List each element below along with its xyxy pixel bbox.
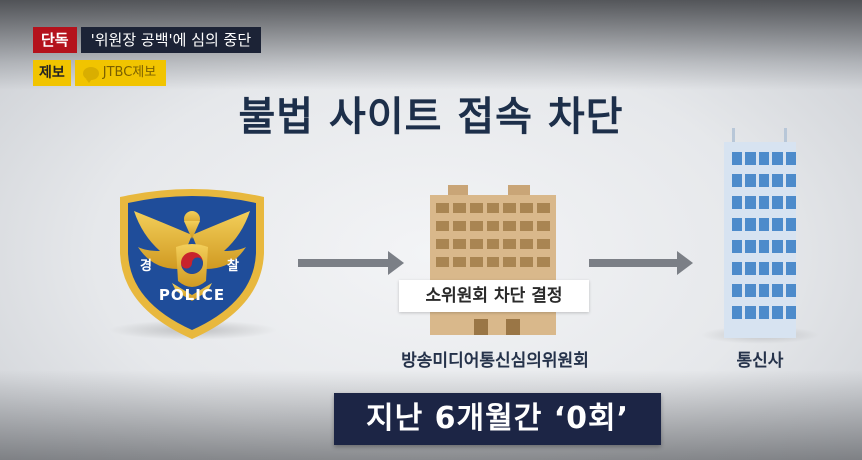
commission-label: 방송미디어통신심의위원회 xyxy=(401,351,589,371)
office-building-icon xyxy=(430,185,556,335)
chat-bubble-icon xyxy=(82,66,99,83)
police-word: POLICE xyxy=(158,286,226,304)
headline-badge: '위원장 공백'에 심의 중단 xyxy=(80,27,262,53)
decision-box: 소위원회 차단 결정 xyxy=(399,280,589,312)
police-emblem-right: 찰 xyxy=(227,259,239,274)
carrier-label: 통신사 xyxy=(736,351,784,371)
channel-label: JTBC제보 xyxy=(102,65,157,80)
tip-badge: 제보 xyxy=(33,60,71,86)
tip-bar: 제보 JTBC제보 xyxy=(33,60,167,86)
bottom-caption: 지난 6개월간 ‘0회’ xyxy=(334,393,661,445)
arrow-right-icon xyxy=(298,251,404,275)
police-badge-icon xyxy=(120,189,264,339)
police-emblem-left: 경 xyxy=(140,259,152,274)
exclusive-badge: 단독 xyxy=(33,27,77,53)
tower-building-icon xyxy=(720,128,800,338)
exclusive-headline-bar: 단독 '위원장 공백'에 심의 중단 xyxy=(33,27,262,53)
channel-badge: JTBC제보 xyxy=(74,60,167,86)
graphic-title: 불법 사이트 접속 차단 xyxy=(238,94,624,140)
arrow-right-icon xyxy=(589,251,693,275)
